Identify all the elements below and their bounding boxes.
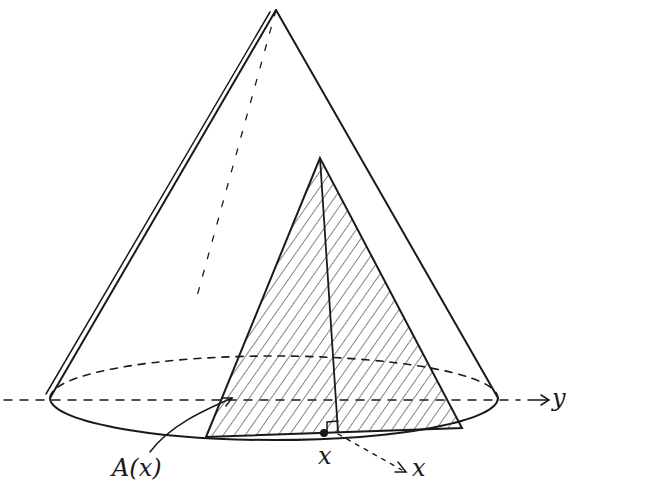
axis-label: x [318,444,332,468]
axis-label: x [412,456,426,480]
axis-label: y [552,386,566,410]
area-label: A(x) [112,456,162,480]
